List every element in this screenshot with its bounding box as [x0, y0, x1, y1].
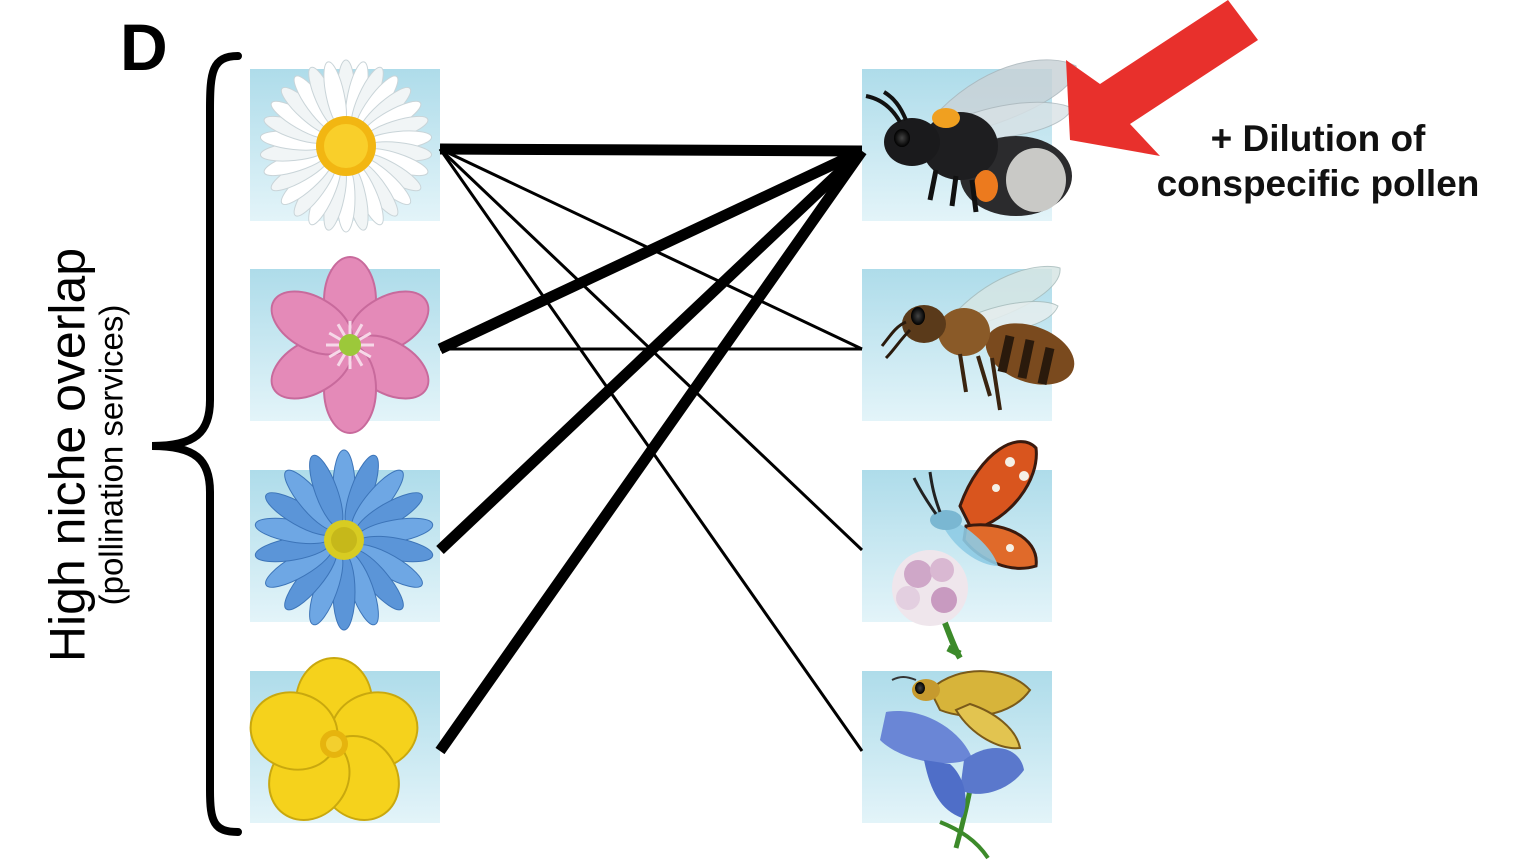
niche-overlap-label: High niche overlap (pollination services… — [41, 248, 128, 662]
interaction-link — [440, 149, 862, 151]
callout-line2: conspecific pollen — [1118, 161, 1518, 206]
panel-label: D — [120, 14, 168, 80]
axis-label-main: High niche overlap — [41, 248, 94, 662]
dilution-callout: + Dilution of conspecific pollen — [1118, 116, 1518, 206]
interaction-links — [440, 149, 862, 751]
brace-icon — [152, 56, 238, 832]
callout-line1: + Dilution of — [1118, 116, 1518, 161]
axis-label-sub: (pollination services) — [94, 248, 129, 662]
